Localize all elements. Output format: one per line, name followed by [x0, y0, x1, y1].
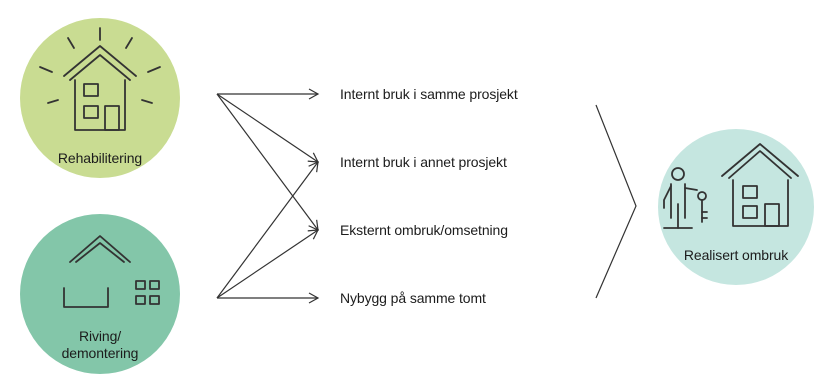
arrow-riving-eksternt [216, 229, 320, 299]
riving-label: Riving/ demontering [40, 328, 160, 362]
rehabilitering-label: Rehabilitering [57, 150, 143, 166]
pathway-eksternt-label: Eksternt ombruk/omsetning [340, 222, 508, 238]
pathway-samme-prosjekt-label: Internt bruk i samme prosjekt [340, 86, 518, 102]
converge-chevron [595, 104, 637, 299]
riving-label-line2: demontering [61, 345, 139, 361]
pathway-annet-prosjekt-label: Internt bruk i annet prosjekt [340, 154, 507, 170]
riving-circle [20, 214, 180, 374]
riving-label-line1: Riving/ [78, 328, 122, 344]
dismantled-house-icon [63, 235, 160, 308]
realisert-ombruk-label: Realisert ombruk [683, 247, 789, 263]
house-sunburst-icon [39, 27, 161, 131]
pathway-nybygg-label: Nybygg på samme tomt [340, 290, 486, 306]
person-with-key-house-icon [663, 143, 799, 229]
arrow-rehab-annet-prosjekt [216, 93, 320, 163]
rehabilitering-circle [20, 18, 180, 178]
arrow-rehab-eksternt [216, 93, 319, 231]
result-circle [658, 129, 814, 285]
arrow-riving-annet-prosjekt [216, 161, 319, 299]
flow-arrows [216, 88, 320, 304]
